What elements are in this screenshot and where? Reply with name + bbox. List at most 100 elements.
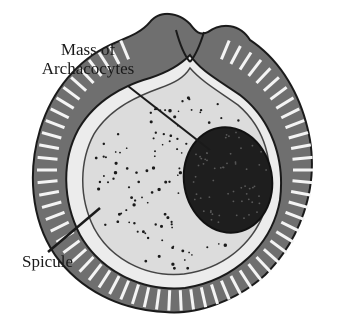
- granule: [185, 143, 187, 145]
- granule: [178, 111, 180, 113]
- mass-texture-dot: [195, 176, 197, 178]
- granule: [146, 169, 149, 172]
- granule: [142, 230, 145, 233]
- spicule-stroke: [180, 290, 181, 310]
- granule: [154, 155, 156, 157]
- mass-texture-dot: [235, 132, 237, 134]
- mass-texture-dot: [198, 165, 200, 167]
- granule: [184, 259, 186, 261]
- mass-texture-dot: [252, 187, 254, 189]
- granule: [103, 175, 105, 177]
- granule: [95, 157, 98, 160]
- granule: [169, 140, 171, 142]
- granule: [191, 109, 193, 111]
- mass-texture-dot: [204, 159, 206, 161]
- granule: [133, 203, 136, 206]
- granule: [181, 250, 184, 253]
- mass-texture-dot: [252, 145, 254, 147]
- granule: [218, 243, 220, 245]
- granule: [164, 109, 166, 111]
- granule: [144, 260, 147, 263]
- mass-texture-dot: [194, 199, 196, 201]
- granule: [158, 255, 161, 258]
- granule: [171, 227, 173, 229]
- mass-texture-dot: [233, 191, 235, 193]
- granule: [119, 152, 121, 154]
- granule: [134, 199, 136, 201]
- granule: [157, 188, 160, 191]
- granule: [147, 202, 149, 204]
- mass-of-archaeocytes-label: Mass of Archacocytes: [30, 40, 146, 78]
- mass-texture-dot: [235, 161, 237, 163]
- mass-texture-dot: [212, 180, 214, 182]
- granule: [126, 167, 129, 170]
- mass-texture-dot: [249, 188, 251, 190]
- granule: [177, 174, 179, 176]
- mass-texture-dot: [240, 187, 242, 189]
- mass-texture-dot: [240, 147, 242, 149]
- mass-texture-dot: [200, 197, 202, 199]
- mass-texture-dot: [256, 211, 258, 213]
- mass-label-line-2: Archacocytes: [30, 59, 146, 78]
- granule: [116, 220, 119, 223]
- granule: [114, 171, 117, 174]
- granule: [172, 246, 174, 248]
- granule: [170, 134, 173, 137]
- spicule-stroke: [38, 157, 58, 159]
- granule: [128, 186, 130, 188]
- mass-label-line-1: Mass of: [30, 40, 146, 59]
- mass-texture-dot: [258, 164, 260, 166]
- granule: [181, 100, 183, 102]
- granule: [154, 150, 156, 152]
- granule: [171, 223, 173, 225]
- granule: [107, 181, 109, 183]
- granule: [117, 133, 119, 135]
- mass-texture-dot: [218, 215, 220, 217]
- granule: [173, 115, 176, 118]
- spicule-stroke: [169, 290, 170, 310]
- mass-texture-dot: [238, 137, 240, 139]
- granule: [133, 222, 135, 224]
- mass-texture-dot: [222, 166, 224, 168]
- mass-texture-dot: [248, 199, 250, 201]
- granule: [104, 224, 106, 226]
- mass-texture-dot: [246, 168, 248, 170]
- mass-texture-dot: [226, 134, 228, 136]
- mass-texture-dot: [235, 163, 237, 165]
- mass-texture-dot: [227, 193, 229, 195]
- granule: [176, 138, 178, 140]
- mass-texture-dot: [233, 201, 235, 203]
- granule: [105, 156, 107, 158]
- mass-texture-dot: [210, 211, 212, 213]
- mass-texture-dot: [206, 160, 208, 162]
- granule: [171, 221, 173, 223]
- granule: [208, 121, 211, 124]
- granule: [178, 167, 180, 169]
- granule: [168, 181, 170, 183]
- mass-texture-dot: [236, 215, 238, 217]
- granule: [161, 239, 163, 241]
- granule: [166, 216, 169, 219]
- granule: [137, 231, 139, 233]
- mass-texture-dot: [225, 137, 227, 139]
- mass-texture-dot: [212, 213, 214, 215]
- granule: [176, 148, 178, 150]
- granule: [162, 144, 164, 146]
- granule: [187, 96, 190, 99]
- mass-texture-dot: [206, 152, 208, 154]
- mass-texture-dot: [209, 196, 211, 198]
- mass-texture-dot: [214, 168, 216, 170]
- granule: [200, 109, 202, 111]
- mass-texture-dot: [211, 219, 213, 221]
- granule: [188, 252, 190, 254]
- granule: [103, 143, 105, 145]
- mass-texture-dot: [199, 156, 201, 158]
- granule: [237, 119, 239, 121]
- mass-texture-dot: [220, 167, 222, 169]
- mass-texture-dot: [203, 163, 205, 165]
- granule: [206, 246, 208, 248]
- granule: [99, 181, 101, 183]
- mass-texture-dot: [193, 181, 195, 183]
- spicule-stroke: [293, 181, 313, 183]
- mass-texture-dot: [218, 221, 220, 223]
